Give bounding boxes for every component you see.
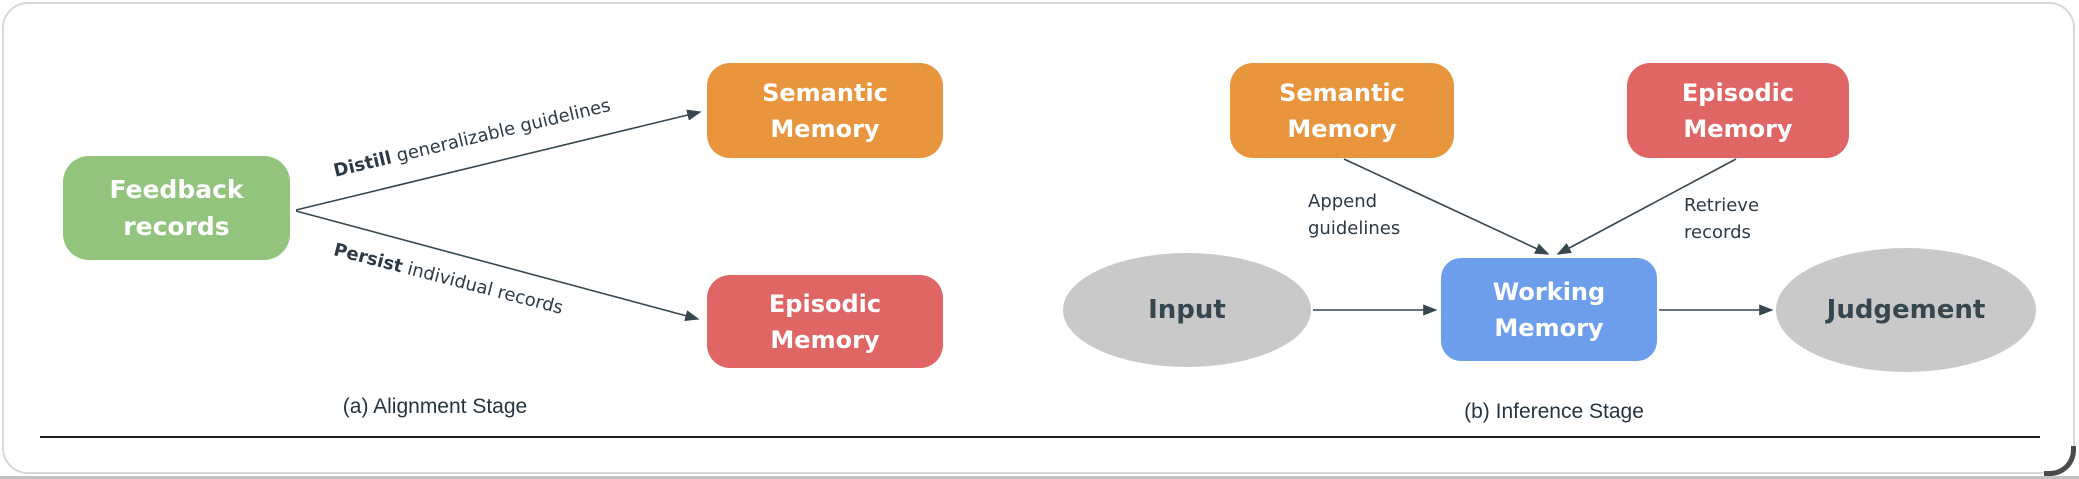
page-bottom-strip xyxy=(0,476,2079,479)
caption-inference-stage: (b) Inference Stage xyxy=(1464,400,1644,423)
judgement-node: Judgement xyxy=(1776,248,2036,372)
semantic-memory-node-alignment: Semantic Memory xyxy=(707,63,943,158)
feedback-records-node: Feedback records xyxy=(63,156,290,260)
append-guidelines-label: Append guidelines xyxy=(1308,191,1401,239)
episodic-memory-node-alignment: Episodic Memory xyxy=(707,275,943,368)
semantic-memory-node-inference: Semantic Memory xyxy=(1230,63,1454,158)
caption-alignment-stage: (a) Alignment Stage xyxy=(342,395,528,418)
arrow-persist xyxy=(295,210,700,322)
arrow-retrieve-records xyxy=(1556,158,1737,255)
retrieve-records-label: Retrieve records xyxy=(1684,195,1760,243)
bottom-separator-line xyxy=(40,436,2040,438)
arrow-append-guidelines xyxy=(1343,158,1550,255)
arrow-distill xyxy=(295,109,702,211)
input-node: Input xyxy=(1063,253,1311,367)
episodic-memory-node-inference: Episodic Memory xyxy=(1627,63,1849,158)
card-corner-shadow xyxy=(2044,446,2076,476)
working-memory-node: Working Memory xyxy=(1441,258,1657,361)
